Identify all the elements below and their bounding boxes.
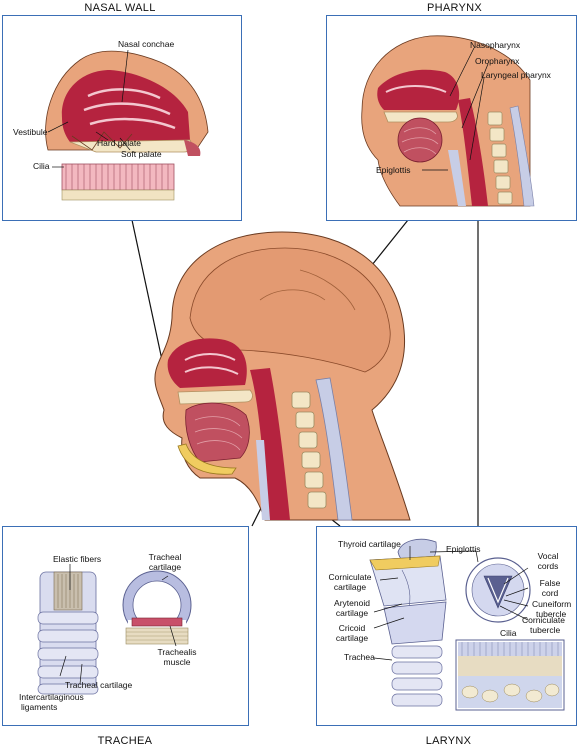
label-intercartilaginous-1: Intercartilaginous [19, 692, 84, 702]
label-vocal-cords-1: Vocal [537, 551, 559, 561]
label-arytenoid-2: cartilage [335, 608, 369, 618]
label-epiglottis-larynx: Epiglottis [446, 544, 481, 554]
label-false-cord-2: cord [541, 588, 559, 598]
label-intercartilaginous-2: ligaments [21, 702, 58, 712]
label-corniculate-tubercle-1: Corniculate [522, 615, 565, 625]
label-cilia-nasal: Cilia [33, 161, 50, 171]
label-false-cord-1: False [539, 578, 561, 588]
label-tracheal-cartilage-top-1: Tracheal [148, 552, 182, 562]
label-cilia-larynx: Cilia [500, 628, 517, 638]
label-nasal-conchae: Nasal conchae [118, 39, 175, 49]
label-corniculate-cartilage-2: cartilage [333, 582, 367, 592]
label-corniculate-cartilage-1: Corniculate [328, 572, 372, 582]
label-elastic-fibers: Elastic fibers [53, 554, 102, 564]
jaw [177, 443, 237, 475]
label-thyroid-cartilage: Thyroid cartilage [338, 539, 401, 549]
label-cuneiform-2: tubercle [536, 609, 567, 619]
palate [177, 389, 253, 405]
spine [291, 391, 327, 509]
label-cricoid-2: cartilage [335, 633, 369, 643]
pharynx-title: PHARYNX [426, 2, 483, 14]
label-tracheal-cartilage: Tracheal cartilage [65, 680, 133, 690]
nasal-wall-title: NASAL WALL [84, 2, 156, 14]
label-hard-palate: Hard palate [97, 138, 141, 148]
label-trachealis-2: muscle [163, 657, 191, 667]
label-nasopharynx: Nasopharynx [470, 40, 521, 50]
label-soft-palate: Soft palate [121, 149, 162, 159]
label-tracheal-cartilage-top-2: cartilage [148, 562, 182, 572]
label-corniculate-tubercle-2: tubercle [530, 625, 561, 635]
label-trachea-larynx: Trachea [344, 652, 375, 662]
larynx-title: LARYNX [425, 735, 472, 747]
label-oropharynx: Oropharynx [475, 56, 520, 66]
spinal-cord [315, 377, 353, 521]
label-vestibule: Vestibule [13, 127, 48, 137]
label-vocal-cords-2: cords [537, 561, 559, 571]
airway [250, 368, 290, 520]
trachea-title: TRACHEA [97, 735, 153, 747]
label-epiglottis-pharynx: Epiglottis [376, 165, 411, 175]
label-arytenoid-1: Arytenoid [334, 598, 370, 608]
label-cricoid-1: Cricoid [338, 623, 366, 633]
label-cuneiform-1: Cuneiform [532, 599, 572, 609]
label-trachealis-1: Trachealis [157, 647, 197, 657]
label-laryngeal-pharynx: Laryngeal pharynx [481, 70, 551, 80]
nasal-cavity [167, 338, 247, 388]
